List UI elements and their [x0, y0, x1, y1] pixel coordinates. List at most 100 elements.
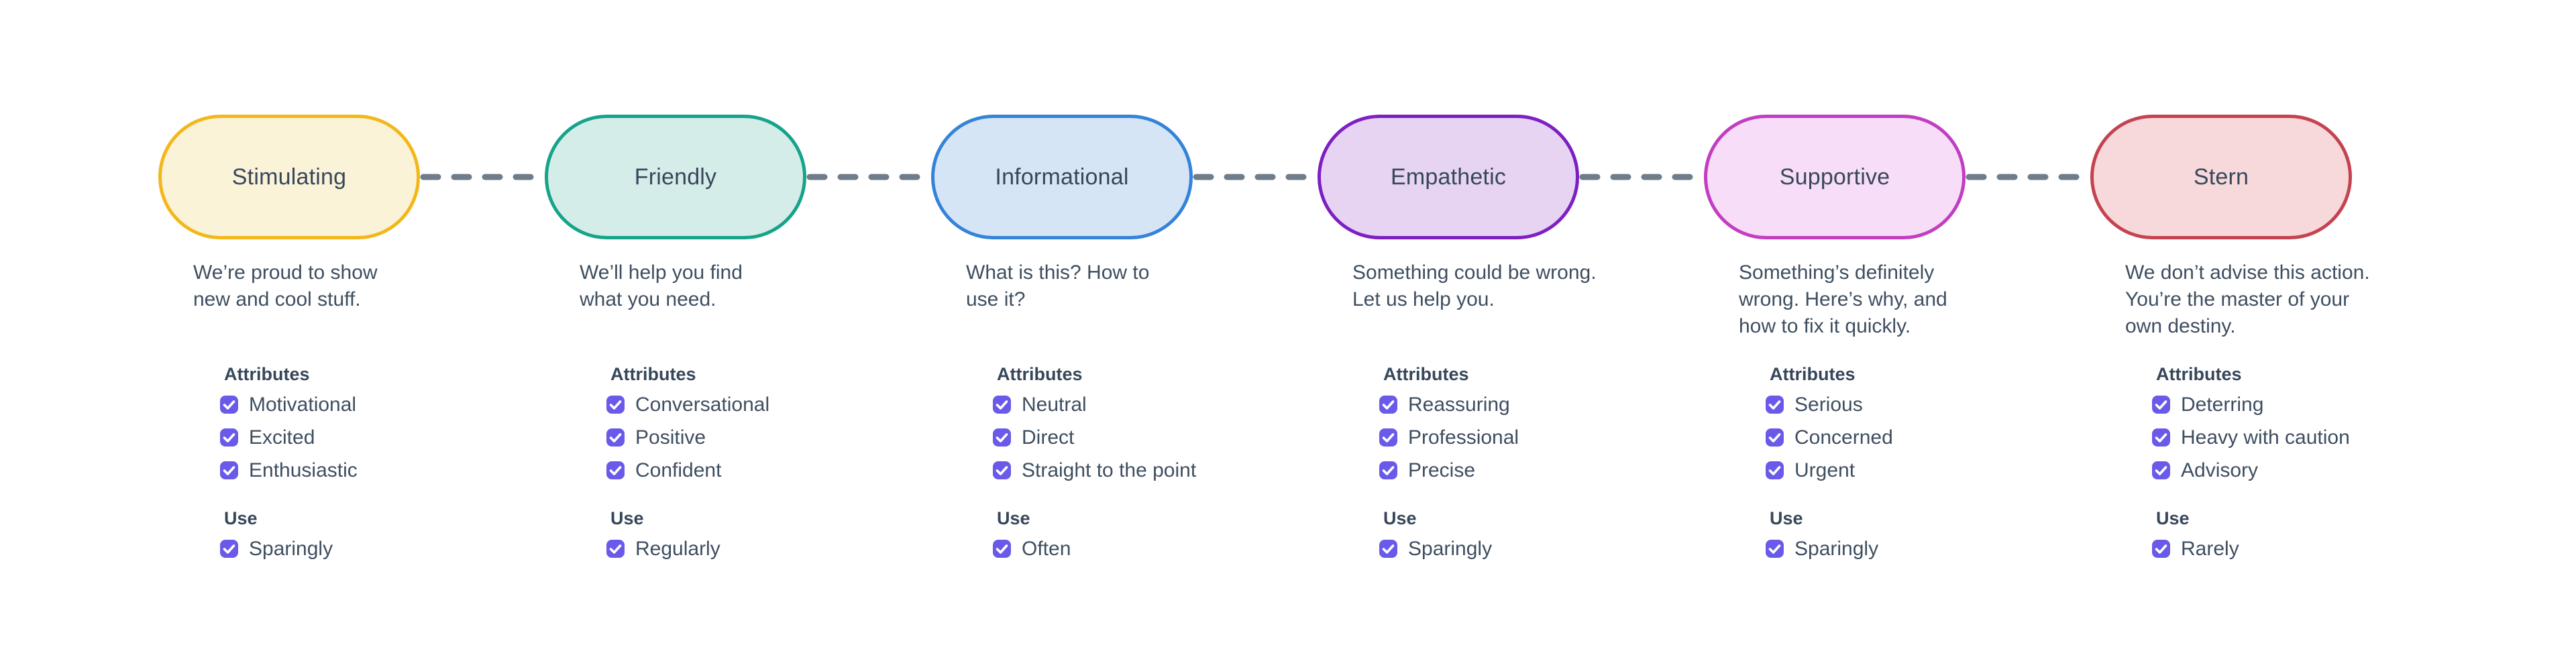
description-line: new and cool stuff.: [193, 288, 361, 310]
checkbox-checked-icon[interactable]: [2152, 461, 2170, 479]
checkbox-checked-icon[interactable]: [2152, 428, 2170, 447]
attribute-label: Concerned: [1794, 426, 1893, 449]
attribute-checkbox-row[interactable]: Professional: [1379, 421, 1579, 454]
tone-details: Attributes Motivational Excited: [220, 364, 420, 565]
attribute-checkbox-row[interactable]: Direct: [993, 421, 1193, 454]
description-line: We don’t advise this action.: [2125, 261, 2370, 284]
tone-column-informational: Informational What is this? How to use i…: [931, 115, 1197, 565]
spectrum-row: Stimulating We’re proud to show new and …: [158, 115, 2370, 565]
attribute-label: Precise: [1408, 459, 1476, 481]
checkbox-checked-icon[interactable]: [993, 540, 1011, 558]
tone-name: Stimulating: [231, 164, 347, 190]
checkbox-checked-icon[interactable]: [2152, 540, 2170, 558]
use-checkbox-row[interactable]: Regularly: [606, 532, 806, 565]
attribute-label: Neutral: [1022, 393, 1087, 416]
use-checkbox-row[interactable]: Sparingly: [220, 532, 420, 565]
use-value-label: Sparingly: [249, 537, 333, 560]
attribute-label: Straight to the point: [1022, 459, 1197, 481]
use-checkbox-row[interactable]: Sparingly: [1766, 532, 1966, 565]
attribute-checkbox-row[interactable]: Excited: [220, 421, 420, 454]
tone-name: Supportive: [1779, 164, 1890, 190]
use-value-label: Rarely: [2181, 537, 2239, 560]
tone-pill-stern: Stern: [2090, 115, 2352, 239]
description-line: Something could be wrong.: [1352, 261, 1597, 284]
attribute-checkbox-row[interactable]: Precise: [1379, 454, 1579, 487]
tone-column-stimulating: Stimulating We’re proud to show new and …: [158, 115, 420, 565]
checkbox-checked-icon[interactable]: [606, 396, 625, 414]
attribute-checkbox-row[interactable]: Urgent: [1766, 454, 1966, 487]
checkbox-checked-icon[interactable]: [1766, 461, 1784, 479]
attribute-checkbox-row[interactable]: Reassuring: [1379, 388, 1579, 421]
tone-pill-stimulating: Stimulating: [158, 115, 420, 239]
tone-column-empathetic: Empathetic Something could be wrong. Let…: [1318, 115, 1597, 565]
attribute-checkbox-row[interactable]: Advisory: [2152, 454, 2352, 487]
description-line: What is this? How to: [966, 261, 1150, 284]
tone-details: Attributes Serious Concerned: [1766, 364, 1966, 565]
use-checkbox-row[interactable]: Rarely: [2152, 532, 2352, 565]
attribute-checkbox-row[interactable]: Enthusiastic: [220, 454, 420, 487]
attribute-checkbox-row[interactable]: Conversational: [606, 388, 806, 421]
checkbox-checked-icon[interactable]: [1379, 461, 1397, 479]
checkbox-checked-icon[interactable]: [606, 540, 625, 558]
checkbox-checked-icon[interactable]: [1766, 428, 1784, 447]
attribute-checkbox-row[interactable]: Serious: [1766, 388, 1966, 421]
attributes-heading: Attributes: [1770, 364, 1856, 384]
attributes-heading: Attributes: [610, 364, 696, 384]
checkbox-checked-icon[interactable]: [1379, 396, 1397, 414]
dashed-connector: [1579, 115, 1704, 239]
dashed-connector-line: [806, 174, 931, 180]
attribute-checkbox-row[interactable]: Confident: [606, 454, 806, 487]
attribute-label: Professional: [1408, 426, 1519, 449]
description-line: Let us help you.: [1352, 288, 1495, 310]
use-checkbox-row[interactable]: Sparingly: [1379, 532, 1579, 565]
description-line: wrong. Here’s why, and: [1739, 288, 1947, 310]
attribute-checkbox-row[interactable]: Straight to the point: [993, 454, 1197, 487]
description-line: use it?: [966, 288, 1026, 310]
checkbox-checked-icon[interactable]: [1766, 540, 1784, 558]
tone-column-stern: Stern We don’t advise this action. You’r…: [2090, 115, 2370, 565]
tone-description: We don’t advise this action. You’re the …: [2125, 259, 2370, 364]
tone-column-friendly: Friendly We’ll help you find what you ne…: [545, 115, 806, 565]
checkbox-checked-icon[interactable]: [993, 396, 1011, 414]
checkbox-checked-icon[interactable]: [993, 428, 1011, 447]
checkbox-checked-icon[interactable]: [1379, 540, 1397, 558]
dashed-connector-line: [1193, 174, 1318, 180]
use-checkbox-row[interactable]: Often: [993, 532, 1193, 565]
dashed-connector: [1193, 115, 1318, 239]
dashed-connector-line: [1966, 174, 2090, 180]
use-value-label: Regularly: [635, 537, 720, 560]
attribute-checkbox-row[interactable]: Heavy with caution: [2152, 421, 2352, 454]
tone-name: Empathetic: [1390, 164, 1507, 190]
use-heading: Use: [2156, 508, 2190, 528]
attribute-checkbox-row[interactable]: Motivational: [220, 388, 420, 421]
checkbox-checked-icon[interactable]: [220, 461, 238, 479]
attribute-label: Positive: [635, 426, 706, 449]
tone-details: Attributes Reassuring Professional: [1379, 364, 1579, 565]
use-value-label: Often: [1022, 537, 1071, 560]
description-line: own destiny.: [2125, 315, 2236, 337]
checkbox-checked-icon[interactable]: [220, 540, 238, 558]
tone-description: We’re proud to show new and cool stuff.: [193, 259, 420, 364]
checkbox-checked-icon[interactable]: [606, 428, 625, 447]
checkbox-checked-icon[interactable]: [606, 461, 625, 479]
tone-description: Something’s definitely wrong. Here’s why…: [1739, 259, 1966, 364]
tone-description: What is this? How to use it?: [966, 259, 1193, 364]
attributes-heading: Attributes: [997, 364, 1083, 384]
checkbox-checked-icon[interactable]: [2152, 396, 2170, 414]
dashed-connector-line: [1579, 174, 1704, 180]
checkbox-checked-icon[interactable]: [1379, 428, 1397, 447]
tone-pill-informational: Informational: [931, 115, 1193, 239]
checkbox-checked-icon[interactable]: [1766, 396, 1784, 414]
attribute-checkbox-row[interactable]: Positive: [606, 421, 806, 454]
description-line: We’re proud to show: [193, 261, 378, 284]
dashed-connector: [806, 115, 931, 239]
attribute-checkbox-row[interactable]: Neutral: [993, 388, 1193, 421]
checkbox-checked-icon[interactable]: [993, 461, 1011, 479]
attribute-checkbox-row[interactable]: Deterring: [2152, 388, 2352, 421]
attributes-heading: Attributes: [224, 364, 310, 384]
checkbox-checked-icon[interactable]: [220, 428, 238, 447]
dashed-connector: [420, 115, 545, 239]
attribute-checkbox-row[interactable]: Concerned: [1766, 421, 1966, 454]
checkbox-checked-icon[interactable]: [220, 396, 238, 414]
